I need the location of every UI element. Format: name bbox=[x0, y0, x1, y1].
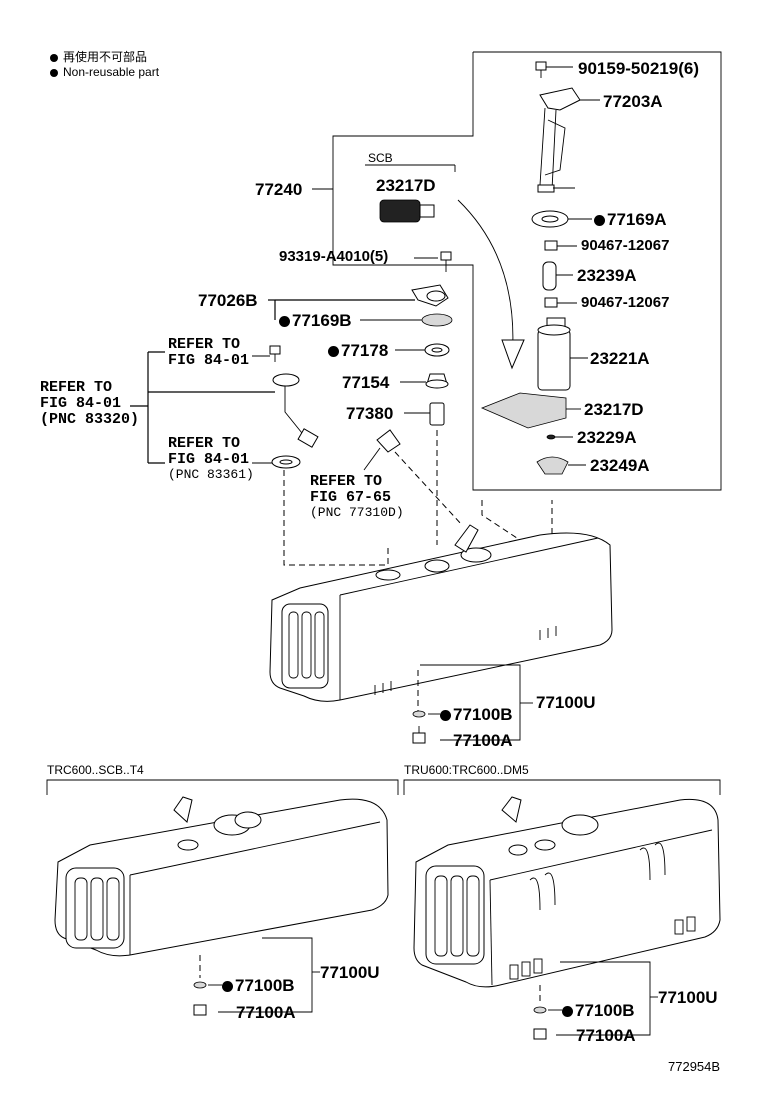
drain-plug-left-77100a-icon bbox=[193, 1004, 207, 1016]
clip-23229a-icon bbox=[546, 434, 573, 440]
screw-ref-icon bbox=[269, 345, 281, 362]
direction-arrow-icon bbox=[457, 199, 514, 361]
label-77169B: 77169B bbox=[279, 312, 352, 329]
label-77100A: 77100A bbox=[453, 731, 513, 750]
gasket-77169a-icon bbox=[531, 210, 592, 228]
label-77380: 77380 bbox=[346, 404, 394, 423]
fuel-filter-icon bbox=[480, 392, 581, 429]
plug-77100b-icon bbox=[412, 710, 426, 718]
bullet-icon bbox=[50, 53, 58, 62]
variant-left-title: TRC600..SCB..T4 bbox=[47, 763, 144, 777]
label-77169A: 77169A bbox=[594, 211, 667, 228]
label-90467-b: 90467-12067 bbox=[581, 294, 670, 311]
label-77178: 77178 bbox=[328, 342, 388, 359]
label-93319: 93319-A4010(5) bbox=[279, 248, 389, 265]
fuel-gauge-float-icon bbox=[272, 373, 319, 448]
label-77203A: 77203A bbox=[603, 92, 663, 111]
non-reusable-dot-icon bbox=[594, 215, 605, 226]
clamp-90467-b-icon bbox=[544, 297, 577, 308]
label-23217D-top: 23217D bbox=[376, 176, 436, 195]
label-77100U: 77100U bbox=[536, 693, 596, 712]
strainer-23249a-icon bbox=[536, 456, 586, 475]
label-right-77100A: 77100A bbox=[576, 1026, 636, 1045]
cap-77154-icon bbox=[400, 373, 449, 389]
bolt-90159-icon bbox=[535, 61, 573, 78]
gasket-77169b-icon bbox=[360, 313, 453, 327]
bullet-icon bbox=[50, 68, 58, 77]
label-23239A: 23239A bbox=[577, 266, 637, 285]
legend-english: Non-reusable part bbox=[50, 65, 159, 79]
label-right-77100U: 77100U bbox=[658, 988, 718, 1007]
label-77100B: 77100B bbox=[440, 706, 513, 723]
legend-japanese: 再使用不可部品 bbox=[50, 48, 147, 65]
fuel-pump-icon bbox=[537, 317, 588, 391]
non-reusable-dot-icon bbox=[562, 1006, 573, 1017]
non-reusable-dot-icon bbox=[279, 316, 290, 327]
cover-77026b-icon bbox=[411, 284, 449, 307]
scb-filter-icon bbox=[379, 199, 435, 223]
label-77154: 77154 bbox=[342, 373, 390, 392]
plug-right-77100b-icon bbox=[533, 1006, 547, 1014]
upper-assembly-frame bbox=[332, 51, 722, 491]
drain-plug-77100a-icon bbox=[412, 726, 426, 744]
label-90159: 90159-50219(6) bbox=[578, 59, 699, 78]
fuel-tank-variant-left-icon bbox=[54, 796, 389, 957]
figure-id: 772954B bbox=[668, 1059, 721, 1074]
fuel-sender-gauge-icon bbox=[537, 87, 600, 193]
fuel-tank-main-icon bbox=[269, 524, 613, 702]
label-77026B: 77026B bbox=[198, 291, 258, 310]
variant-right-title: TRU600:TRC600..DM5 bbox=[404, 763, 529, 777]
clamp-90467-a-icon bbox=[544, 240, 577, 251]
label-90467-a: 90467-12067 bbox=[581, 237, 670, 254]
label-left-77100B: 77100B bbox=[222, 977, 295, 994]
breather-ref-icon bbox=[363, 429, 401, 471]
label-left-77100A: 77100A bbox=[236, 1003, 296, 1022]
label-23229A: 23229A bbox=[577, 428, 637, 447]
label-scb: SCB bbox=[368, 151, 393, 165]
non-reusable-dot-icon bbox=[328, 346, 339, 357]
non-reusable-dot-icon bbox=[440, 710, 451, 721]
gasket-77178-icon bbox=[395, 343, 450, 357]
plug-left-77100b-icon bbox=[193, 981, 207, 989]
label-23217D: 23217D bbox=[584, 400, 644, 419]
valve-77380-icon bbox=[404, 402, 445, 426]
ring-ref-icon bbox=[271, 455, 301, 469]
label-23221A: 23221A bbox=[590, 349, 650, 368]
label-left-77100U: 77100U bbox=[320, 963, 380, 982]
label-right-77100B: 77100B bbox=[562, 1002, 635, 1019]
drain-plug-right-77100a-icon bbox=[533, 1028, 547, 1040]
screw-93319-icon bbox=[414, 251, 452, 272]
fuel-tank-variant-right-icon bbox=[413, 796, 721, 988]
non-reusable-dot-icon bbox=[222, 981, 233, 992]
hose-23239a-icon bbox=[542, 261, 573, 291]
label-23249A: 23249A bbox=[590, 456, 650, 475]
label-77240: 77240 bbox=[255, 180, 303, 199]
